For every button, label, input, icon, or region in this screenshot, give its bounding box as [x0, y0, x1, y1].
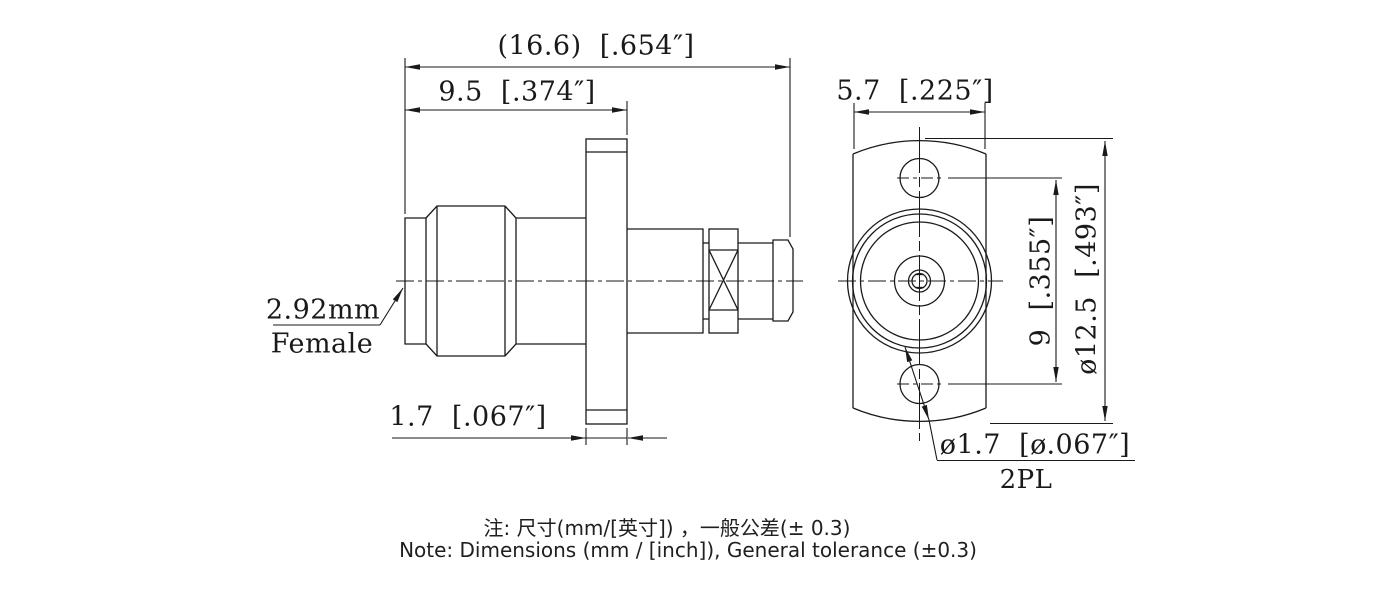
hole-diameter-leader-bend [928, 419, 938, 461]
flange-height-dim-text: ø12.5 [.493″] [1071, 183, 1103, 375]
end-cap-outline [772, 239, 794, 322]
tolerance-note-chinese: 注: 尺寸(mm/[英寸]) ，一般公差(± 0.3) [483, 516, 851, 540]
tolerance-note-english: Note: Dimensions (mm / [inch]), General … [399, 538, 977, 562]
hole-spacing-dim-text: 9 [.355″] [1025, 215, 1057, 347]
body-length-dim-text: 9.5 [.374″] [438, 76, 596, 108]
flange-width-dim-text: 5.7 [.225″] [836, 75, 994, 107]
connector-label-leader [379, 287, 404, 326]
connector-gender-label: Female [270, 328, 374, 360]
hole-diameter-dim-text: ø1.7 [ø.067″] [939, 429, 1131, 461]
dimension-linework [273, 58, 1135, 462]
flange-thickness-dim-text: 1.7 [.067″] [389, 401, 547, 433]
crimp-cross-diagonal [708, 249, 739, 311]
hole-quantity-text: 2PL [999, 465, 1053, 495]
connector-type-label: 2.92mm [265, 294, 381, 326]
hole-diameter-leader [904, 346, 930, 421]
overall-length-dim-text: (16.6) [.654″] [497, 30, 695, 62]
